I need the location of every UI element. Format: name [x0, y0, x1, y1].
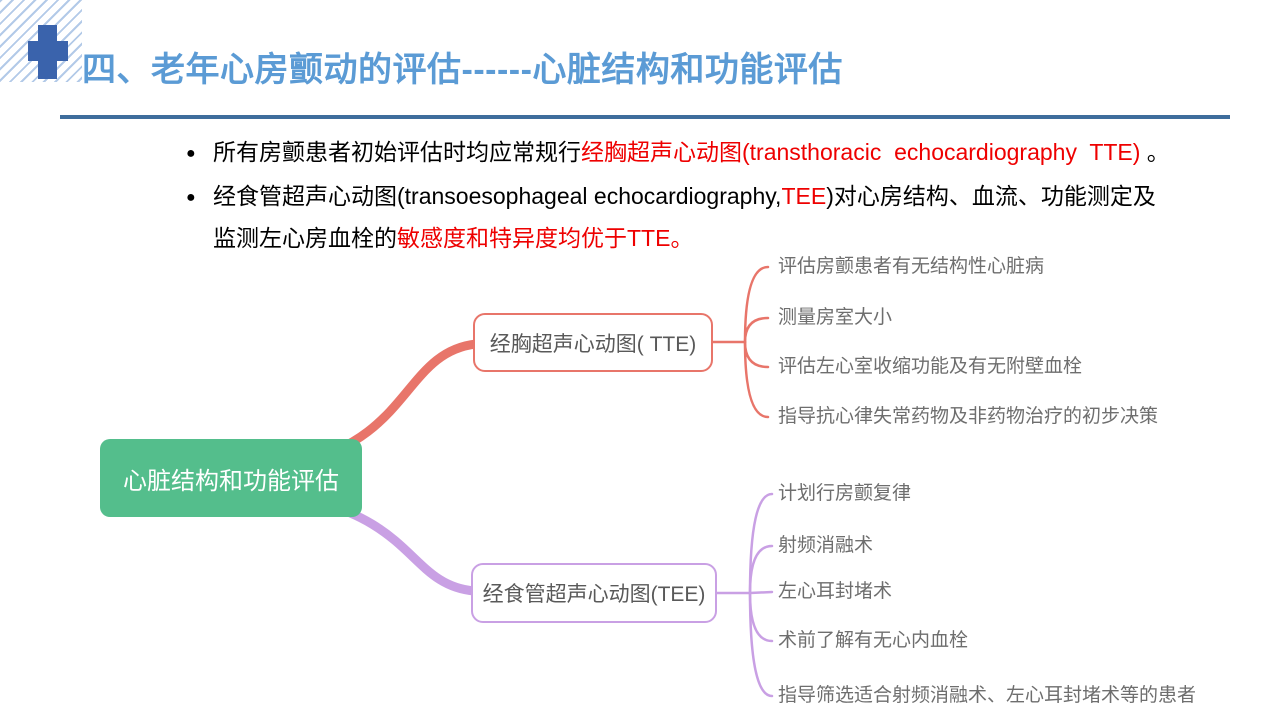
mindmap-root-node: 心脏结构和功能评估	[100, 439, 362, 517]
bullet-text-segment: 。	[1140, 139, 1170, 165]
tte-leaf-connector	[743, 265, 770, 344]
mindmap-leaf: 指导筛选适合射频消融术、左心耳封堵术等的患者	[778, 685, 1197, 706]
tee-leaf-connector	[748, 590, 774, 595]
mindmap-leaf: 左心耳封堵术	[778, 581, 893, 602]
bullet-text-segment: )对心房结构、血流、功能测定及	[826, 183, 1156, 209]
slide-title: 四、老年心房颤动的评估------心脏结构和功能评估	[82, 51, 843, 89]
bullet-text-segment: 监测左心房血栓的	[213, 225, 397, 251]
tee-leaf-connector	[748, 591, 774, 698]
cross-horizontal-bar	[28, 41, 68, 61]
mindmap-leaf: 射频消融术	[778, 535, 874, 556]
title-underline	[60, 115, 1230, 119]
medical-cross-icon	[28, 25, 68, 79]
tte-leaf-connector	[743, 340, 770, 419]
bullet-line-1: ● 所有房颤患者初始评估时均应常规行经胸超声心动图(transthoracic e…	[186, 139, 1170, 167]
bullet-text-segment-red: TEE	[781, 183, 827, 209]
mindmap-branch-node-tte: 经胸超声心动图( TTE)	[473, 313, 713, 372]
mindmap-leaf: 测量房室大小	[778, 307, 893, 328]
bullet-text-segment: 所有房颤患者初始评估时均应常规行	[213, 139, 581, 165]
bullet-text-segment-red: 敏感度和特异度均优于TTE。	[397, 225, 694, 251]
mindmap-leaf: 评估房颤患者有无结构性心脏病	[778, 256, 1045, 277]
tee-leaf-connector	[748, 591, 774, 643]
tte-leaf-connector	[743, 340, 770, 369]
bullet-dot: ●	[186, 189, 196, 206]
tee-leaf-connector	[748, 544, 774, 595]
tte-leaf-connector	[743, 316, 770, 344]
tee-leaf-connector	[748, 492, 774, 595]
mindmap-branch-node-tee: 经食管超声心动图(TEE)	[471, 563, 717, 623]
bullet-dot: ●	[186, 145, 196, 162]
mindmap-leaf: 指导抗心律失常药物及非药物治疗的初步决策	[778, 406, 1159, 427]
bullet-line-2: ● 经食管超声心动图(transoesophageal echocardiogra…	[186, 183, 1156, 211]
bullet-text-segment-red: 经胸超声心动图(transthoracic echocardiography T…	[581, 139, 1141, 165]
mindmap-leaf: 计划行房颤复律	[778, 483, 912, 504]
mindmap-leaf: 术前了解有无心内血栓	[778, 630, 969, 651]
bullet-text-segment: 经食管超声心动图(transoesophageal echocardiograp…	[213, 183, 782, 209]
bullet-line-3: 监测左心房血栓的敏感度和特异度均优于TTE。	[213, 225, 693, 251]
mindmap-leaf: 评估左心室收缩功能及有无附壁血栓	[778, 356, 1083, 377]
